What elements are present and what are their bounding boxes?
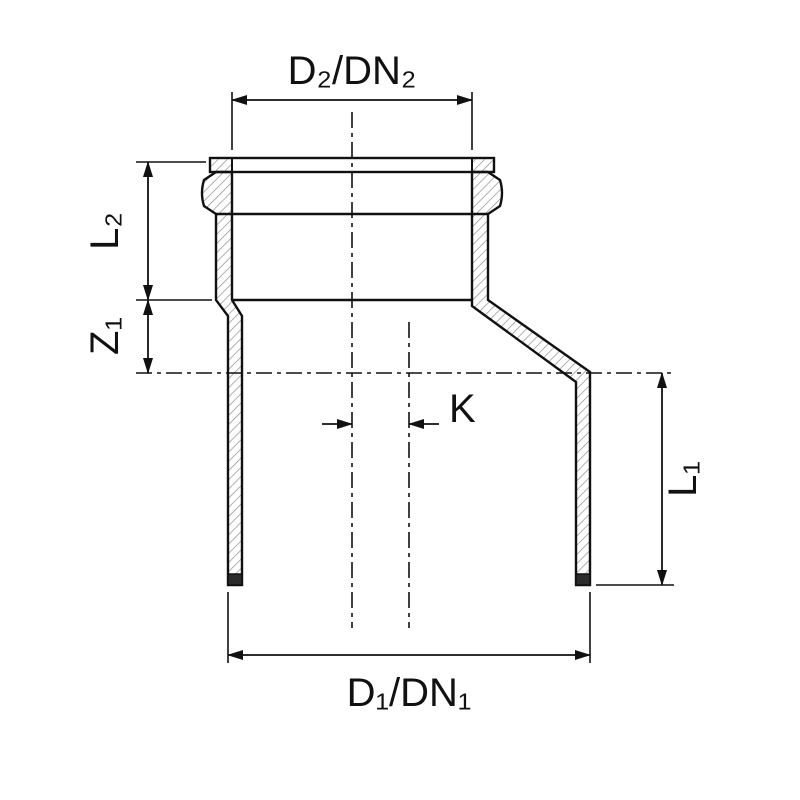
dim-label-l1: L₁ — [661, 461, 705, 497]
right-spigot-end-face — [575, 573, 591, 586]
dimension-z1: Z₁ — [83, 299, 153, 374]
dim-label-d1-dn1: D₁/DN₁ — [347, 671, 472, 715]
left-wall-section — [200, 170, 244, 587]
dimension-l2: L₂ — [83, 161, 212, 301]
dim-label-k: K — [449, 387, 476, 431]
left-spigot-end-face — [227, 573, 243, 586]
fitting-section — [200, 156, 592, 587]
socket-rim-left-section — [209, 157, 233, 173]
center-lines — [136, 112, 674, 628]
dimension-d2-dn2: D₂/DN₂ — [231, 49, 473, 150]
dim-label-d2-dn2: D₂/DN₂ — [288, 49, 417, 93]
dimension-l1: L₁ — [596, 372, 705, 586]
dimension-d1-dn1: D₁/DN₁ — [227, 592, 591, 715]
dimension-k: K — [322, 387, 476, 431]
dim-label-z1: Z₁ — [83, 317, 127, 355]
socket-rim-right-section — [471, 157, 495, 173]
dim-label-l2: L₂ — [83, 212, 127, 250]
